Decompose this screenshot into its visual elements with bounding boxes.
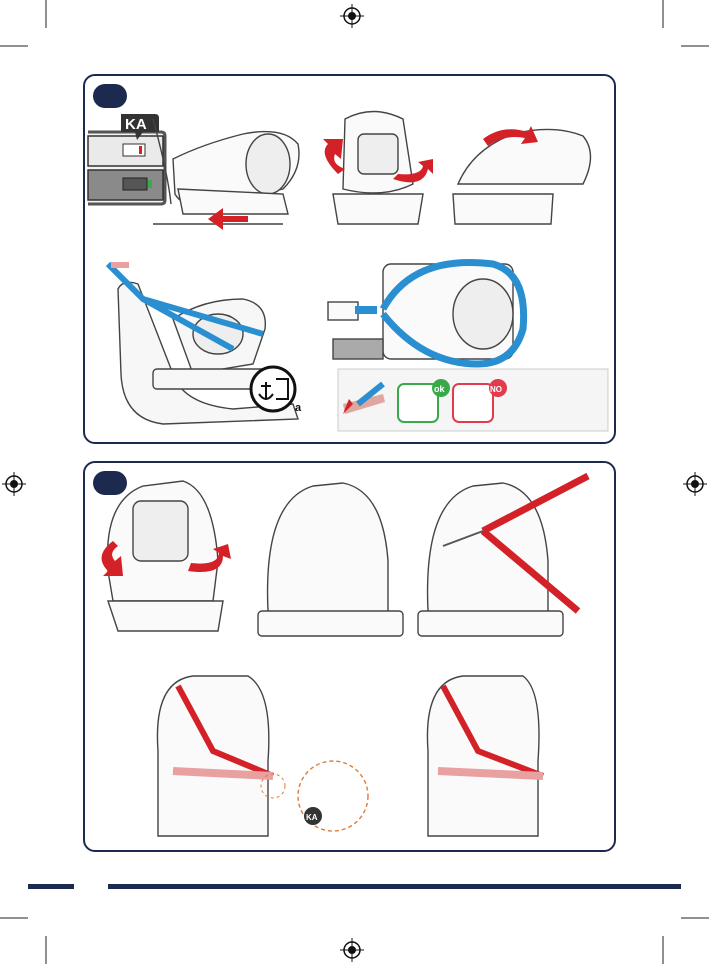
ok-label: ok	[434, 384, 445, 394]
anchor-letter: a	[295, 402, 302, 414]
rotate-arrow-icon	[323, 139, 345, 174]
belt-illustrations: KA	[83, 461, 616, 852]
no-label: NO	[490, 385, 502, 394]
footer-rule-long	[108, 884, 681, 889]
registration-mark-icon	[340, 938, 364, 962]
registration-mark-icon	[683, 472, 707, 496]
ka-label-bottom: KA	[306, 813, 318, 822]
footer-rule-short	[28, 884, 74, 889]
registration-mark-icon	[340, 4, 364, 28]
registration-mark-icon	[2, 472, 26, 496]
isofix-illustrations: KA a	[83, 74, 616, 444]
ka-label-top: KA	[125, 116, 147, 133]
